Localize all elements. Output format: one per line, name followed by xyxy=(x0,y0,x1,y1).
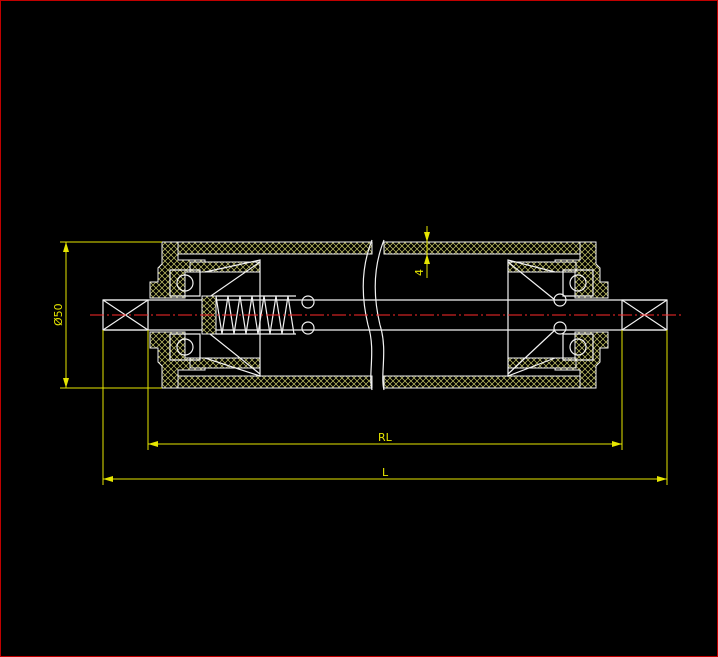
left-clip-bottom xyxy=(301,321,315,335)
dia-arrow-bottom xyxy=(63,378,69,388)
rl-label: RL xyxy=(378,431,393,444)
right-bearing-outline xyxy=(562,269,594,361)
break-line-right xyxy=(374,239,385,391)
rl-arrow-right xyxy=(612,441,622,447)
tube-bottom-wall-right xyxy=(383,375,597,389)
dia-arrow-top xyxy=(63,242,69,252)
right-clip-bottom xyxy=(553,321,567,335)
left-bearing-outline xyxy=(169,269,201,361)
spring-outline xyxy=(216,295,296,335)
diameter-label: Ø50 xyxy=(52,303,65,326)
l-arrow-left xyxy=(103,476,113,482)
left-bearing-ball-top xyxy=(176,274,194,292)
tube-bottom-wall-left xyxy=(161,375,373,389)
right-bearing-ball-top xyxy=(569,274,587,292)
tube-top-wall-left xyxy=(161,241,373,255)
left-clip-top xyxy=(301,295,315,309)
rl-arrow-left xyxy=(148,441,158,447)
break-line-left xyxy=(362,239,373,391)
wall-arrow-top xyxy=(424,232,430,242)
l-label: L xyxy=(382,466,389,479)
tube-top-wall-right xyxy=(383,241,597,255)
right-cone-lines xyxy=(507,259,556,377)
right-bearing-ball-bottom xyxy=(569,338,587,356)
left-bearing-ball-bottom xyxy=(176,338,194,356)
wall-label: 4 xyxy=(413,269,426,276)
l-arrow-right xyxy=(657,476,667,482)
wall-arrow-bottom xyxy=(424,254,430,264)
